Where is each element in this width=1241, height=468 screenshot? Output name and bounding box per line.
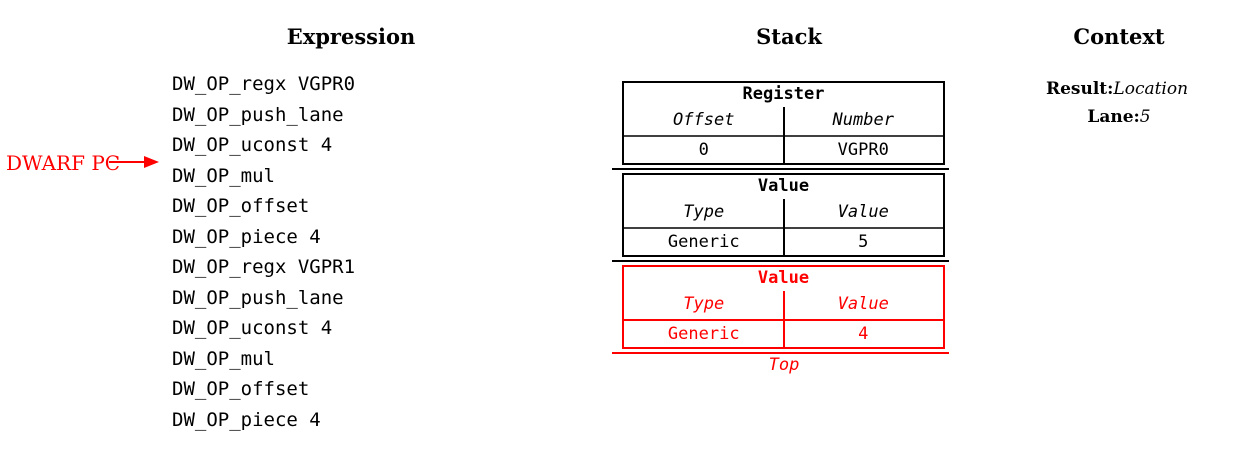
stack-entry-header-type: Type	[683, 294, 725, 314]
stack-entry-header-row: Type Value	[624, 291, 943, 319]
stack-entry-vertical-divider	[782, 199, 785, 255]
stack-entry-vertical-divider	[782, 291, 785, 347]
expression-op-8: DW_OP_uconst 4	[172, 317, 333, 339]
stack-entry-value-row: Generic 4	[624, 321, 943, 347]
expression-op-9: DW_OP_mul	[172, 347, 275, 370]
expression-op-11: DW_OP_piece 4	[172, 408, 321, 431]
stack-entry-header-offset: Offset	[673, 110, 735, 130]
context-result-value: Location	[1113, 79, 1189, 99]
dwarf-pc-arrowhead-icon	[144, 156, 159, 168]
stack-entry-value-value: 4	[858, 324, 869, 344]
stack-entry-header-number: Number	[832, 110, 894, 130]
context-lane-value: 5	[1139, 107, 1151, 127]
expression-op-5: DW_OP_piece 4	[172, 225, 321, 248]
stack-entry-number-value: VGPR0	[837, 140, 889, 160]
stack-entry-vertical-divider	[782, 107, 785, 163]
stack-entry-type-value: Generic	[667, 232, 740, 252]
stack-column-header: Stack	[756, 24, 822, 49]
stack-entry-offset-value: 0	[698, 140, 709, 160]
stack-entry-value-4-highlighted: Value Type Value Generic 4	[622, 265, 945, 349]
stack-entry-header-type: Type	[683, 202, 725, 222]
dwarf-pc-label: DWARF PC	[6, 151, 121, 175]
stack-entry-value-row: Generic 5	[624, 229, 943, 255]
expression-op-6: DW_OP_regx VGPR1	[172, 256, 356, 278]
expression-op-1: DW_OP_push_lane	[172, 103, 344, 126]
stack-entry-type-value: Generic	[667, 324, 740, 344]
stack-entry-header-row: Type Value	[624, 199, 943, 227]
stack-entry-header-value: Value	[837, 294, 889, 314]
stack-entry-header-value: Value	[837, 202, 889, 222]
stack-entry-title: Value	[757, 268, 810, 288]
stack-entry-value-5: Value Type Value Generic 5	[622, 173, 945, 257]
expression-op-0: DW_OP_regx VGPR0	[172, 73, 356, 95]
stack-entry-value-value: 5	[858, 232, 869, 252]
stack-entry-title: Value	[757, 176, 810, 196]
dwarf-pc-arrow-line	[109, 161, 145, 163]
expression-op-3: DW_OP_mul	[172, 164, 275, 187]
context-result-line: Result:Location	[1046, 79, 1188, 99]
expression-op-4: DW_OP_offset	[172, 195, 310, 217]
stack-entry-register: Register Offset Number 0 VGPR0	[622, 81, 945, 165]
context-column-header: Context	[1073, 24, 1165, 49]
expression-op-7: DW_OP_push_lane	[172, 286, 344, 309]
stack-top-separator	[612, 352, 949, 354]
stack-entry-title: Register	[742, 84, 825, 104]
expression-op-10: DW_OP_offset	[172, 378, 310, 400]
expression-op-list: DW_OP_regx VGPR0 DW_OP_push_lane DW_OP_u…	[172, 69, 355, 435]
stack-entry-header-row: Offset Number	[624, 107, 943, 135]
stack-top-label: Top	[768, 355, 800, 375]
stack-entry-value-row: 0 VGPR0	[624, 137, 943, 163]
stack-slot-separator	[612, 168, 949, 170]
stack-slot-separator	[612, 260, 949, 262]
context-lane-line: Lane:5	[1087, 107, 1150, 127]
expression-column-header: Expression	[286, 24, 416, 49]
context-result-label: Result:	[1045, 79, 1114, 99]
expression-op-2: DW_OP_uconst 4	[172, 134, 333, 156]
context-lane-label: Lane:	[1087, 107, 1140, 127]
